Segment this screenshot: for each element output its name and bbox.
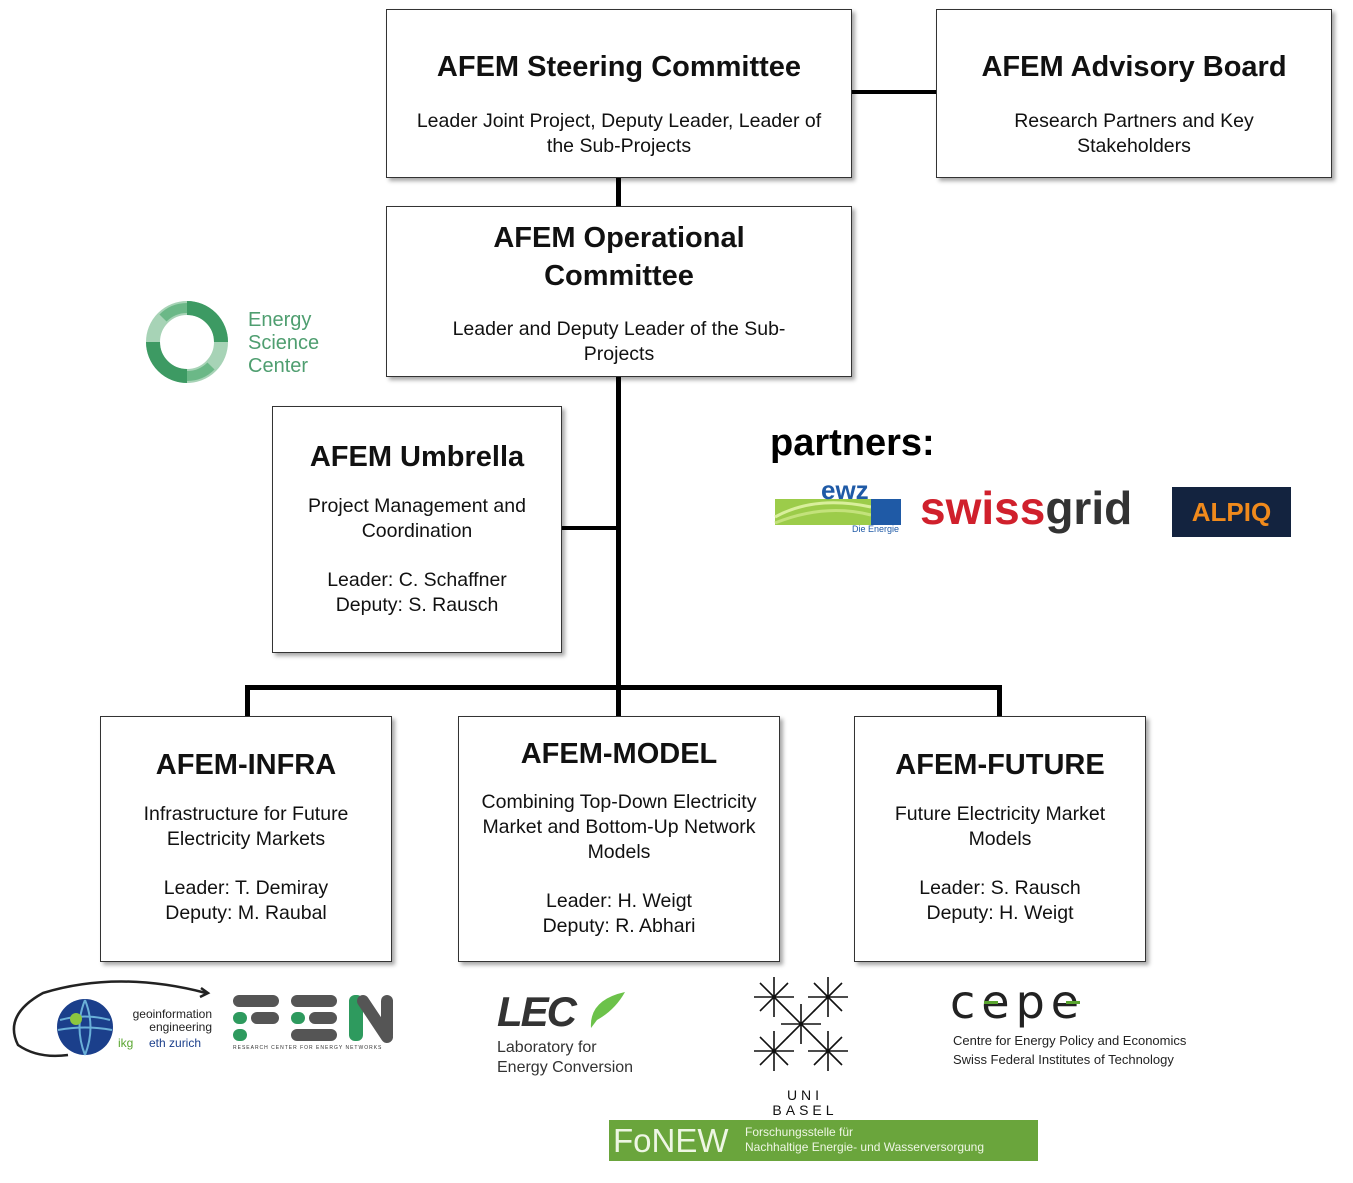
connector-umbrella — [560, 526, 618, 530]
afem-model-box: AFEM-MODEL Combining Top-Down Electricit… — [458, 716, 780, 962]
afem-model-leader: Leader: H. Weigt — [546, 890, 692, 912]
cepe-line1: Centre for Energy Policy and Economics — [953, 1033, 1187, 1048]
esc-line1: Energy — [248, 309, 312, 331]
esc-ring-icon — [146, 301, 228, 383]
swissgrid-logo: swissgrid — [920, 480, 1132, 536]
afem-infra-deputy: Deputy: M. Raubal — [165, 902, 327, 924]
esc-line2: Science — [248, 332, 320, 354]
fen-tagline: RESEARCH CENTER FOR ENERGY NETWORKS — [233, 1045, 383, 1051]
fonew-logo: FoNEW Forschungsstelle für Nachhaltige E… — [609, 1120, 1038, 1161]
steering-committee-desc: Leader Joint Project, Deputy Leader, Lea… — [416, 110, 822, 157]
afem-model-desc: Combining Top-Down Electricity Market an… — [481, 791, 757, 863]
umbrella-box: AFEM Umbrella Project Management and Coo… — [272, 406, 562, 653]
umbrella-leader: Leader: C. Schaffner — [327, 569, 507, 591]
ikg-eth: eth zurich — [149, 1036, 202, 1050]
swissgrid-part2: grid — [1045, 482, 1133, 534]
operational-committee-title: AFEM Operational Committee — [493, 222, 745, 292]
ewz-tagline: Die Energie — [852, 524, 900, 534]
cepe-name: cepe — [950, 975, 1086, 1029]
uni-basel-line2: BASEL — [772, 1102, 838, 1118]
ikg-line2: engineering — [149, 1020, 212, 1034]
afem-model-deputy: Deputy: R. Abhari — [542, 915, 696, 937]
alpiq-logo: ALPIQ — [1172, 487, 1291, 537]
steering-committee-title: AFEM Steering Committee — [436, 51, 802, 83]
fonew-text: Forschungsstelle für Nachhaltige Energie… — [745, 1125, 984, 1155]
ikg-logo: geoinformation engineering ikg eth zuric… — [8, 975, 393, 1065]
advisory-board-title: AFEM Advisory Board — [981, 51, 1287, 83]
ikg-globe-icon — [12, 980, 211, 1058]
connector-main-trunk — [616, 376, 621, 718]
afem-infra-leader: Leader: T. Demiray — [163, 877, 329, 899]
operational-committee-box: AFEM Operational Committee Leader and De… — [386, 206, 852, 377]
afem-infra-title: AFEM-INFRA — [155, 749, 337, 781]
lec-line1: Laboratory for — [497, 1039, 597, 1056]
ewz-logo: ewz Die Energie — [774, 475, 903, 537]
uni-basel-logo: UNI BASEL — [750, 975, 860, 1120]
umbrella-title: AFEM Umbrella — [309, 441, 525, 473]
esc-line3: Center — [248, 355, 309, 377]
uni-basel-emblem-icon — [754, 977, 848, 1071]
cepe-line2: Swiss Federal Institutes of Technology — [953, 1052, 1174, 1067]
afem-future-leader: Leader: S. Rausch — [919, 877, 1081, 899]
afem-future-box: AFEM-FUTURE Future Electricity Market Mo… — [854, 716, 1146, 962]
uni-basel-line1: UNI — [786, 1087, 824, 1103]
energy-science-center-logo: Energy Science Center — [143, 296, 328, 388]
ewz-swoosh-icon — [774, 499, 901, 525]
cepe-dash-icon — [984, 1001, 1080, 1004]
connector-horizontal-bus — [245, 685, 1002, 690]
umbrella-deputy: Deputy: S. Rausch — [335, 594, 499, 616]
lec-name: LEC — [497, 988, 577, 1035]
fonew-name: FoNEW — [613, 1122, 729, 1159]
fonew-line1: Forschungsstelle für — [745, 1125, 854, 1139]
ikg-line1: geoinformation — [132, 1007, 212, 1021]
advisory-board-desc: Research Partners and Key Stakeholders — [1014, 110, 1254, 157]
afem-infra-desc: Infrastructure for Future Electricity Ma… — [143, 803, 349, 850]
partners-label: partners: — [770, 422, 935, 464]
afem-future-desc: Future Electricity Market Models — [894, 803, 1106, 850]
cepe-text: Centre for Energy Policy and Economics S… — [953, 1031, 1186, 1069]
alpiq-name: ALPIQ — [1191, 497, 1272, 527]
ewz-name: ewz — [821, 475, 869, 505]
umbrella-desc: Project Management and Coordination — [308, 495, 526, 542]
connector-steering-operational — [616, 177, 621, 208]
afem-future-title: AFEM-FUTURE — [895, 749, 1105, 781]
connector-future — [997, 685, 1002, 718]
advisory-board-box: AFEM Advisory Board Research Partners an… — [936, 9, 1332, 178]
ikg-abbrev: ikg — [118, 1036, 134, 1050]
afem-future-deputy: Deputy: H. Weigt — [926, 902, 1074, 924]
cepe-logo: cepe Centre for Energy Policy and Econom… — [950, 975, 1220, 1070]
afem-infra-box: AFEM-INFRA Infrastructure for Future Ele… — [100, 716, 392, 962]
uni-basel-text: UNI BASEL — [750, 1088, 860, 1118]
steering-committee-box: AFEM Steering Committee Leader Joint Pro… — [386, 9, 852, 178]
lec-line2: Energy Conversion — [497, 1059, 634, 1076]
ikg-text: geoinformation engineering — [116, 1008, 212, 1034]
fonew-line2: Nachhaltige Energie- und Wasserversorgun… — [745, 1140, 985, 1154]
connector-steering-advisory — [850, 90, 938, 94]
operational-committee-desc: Leader and Deputy Leader of the Sub-Proj… — [452, 318, 786, 365]
swissgrid-part1: swiss — [920, 482, 1046, 534]
lec-leaf-icon — [590, 992, 625, 1031]
connector-infra — [245, 685, 250, 718]
lec-text: Laboratory for Energy Conversion — [497, 1038, 633, 1078]
esc-text: Energy Science Center — [248, 309, 319, 378]
lec-logo: LEC Laboratory for Energy Conversion — [497, 988, 667, 1080]
afem-model-title: AFEM-MODEL — [520, 738, 718, 770]
fen-letters-icon — [233, 995, 393, 1043]
